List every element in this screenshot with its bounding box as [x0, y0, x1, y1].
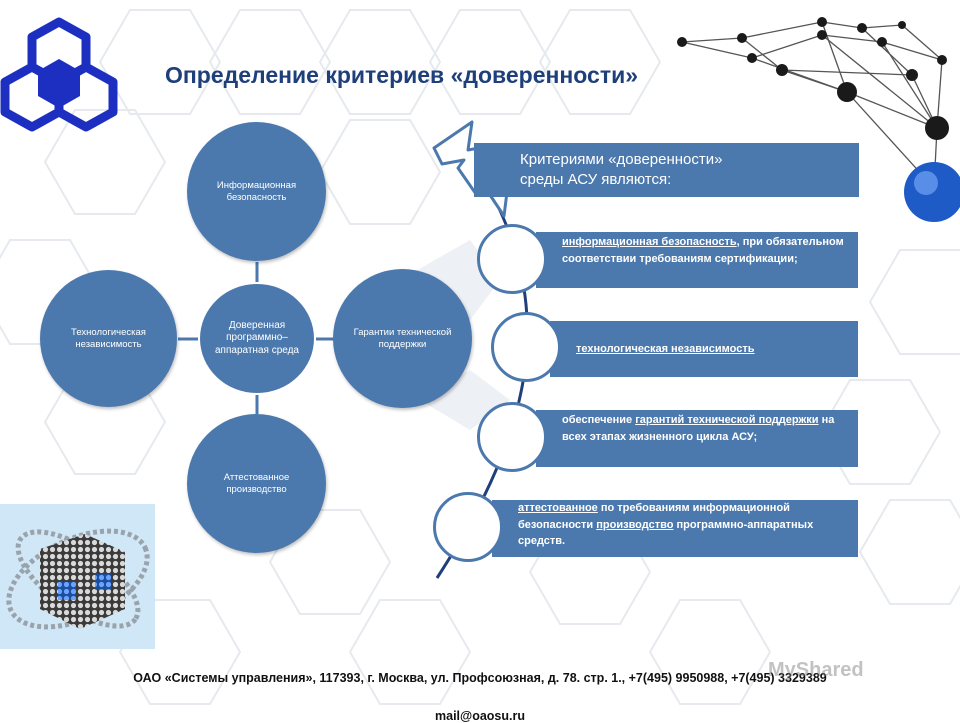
circle-label-bottom: Аттестованное производство: [223, 471, 290, 495]
criteria-item-3-text-a: обеспечение: [562, 414, 636, 426]
criteria-item-1-underlined: информационная безопасность: [562, 236, 737, 248]
circle-technological-independence: Технологическая независимость: [40, 270, 177, 407]
circle-label-right: Гарантии технической поддержки: [353, 326, 452, 350]
criteria-header: Критериями «доверенности» среды АСУ явля…: [474, 143, 859, 197]
criteria-item-3: обеспечение гарантий технической поддерж…: [536, 410, 858, 467]
footer-address: ОАО «Системы управления», 117393, г. Мос…: [133, 671, 827, 685]
page-title: Определение критериев «доверенности»: [165, 62, 639, 88]
company-logo: [0, 17, 118, 132]
footer-email: mail@oaosu.ru: [435, 709, 525, 723]
circle-technical-support: Гарантии технической поддержки: [333, 269, 472, 408]
criteria-item-4-text-b: программно-аппаратных средств.: [518, 518, 814, 548]
criteria-item-4-underlined-b: производство: [596, 518, 674, 531]
criteria-item-4-underlined-a: аттестованное: [518, 502, 598, 514]
criteria-header-line1: Критериями «доверенности»: [520, 151, 723, 168]
criteria-item-3-underlined: гарантий технической поддержки: [635, 414, 819, 426]
criteria-header-line2: среды АСУ являются:: [520, 170, 672, 188]
criteria-item-2: технологическая независимость: [550, 321, 858, 377]
circle-label-center: Доверенная программно–аппаратная среда: [214, 319, 299, 356]
criteria-item-1-text: , при обязательном соответствии требован…: [562, 236, 844, 265]
watermark-text: MyShared: [768, 659, 864, 681]
criteria-item-3-text-b: на всех этапах жизненного цикла АСУ;: [562, 414, 835, 443]
circle-information-security: Информационная безопасность: [187, 122, 326, 261]
criteria-item-4: аттестованное по требованиям информацион…: [492, 500, 858, 557]
circle-label-left: Технологическая независимость: [71, 326, 146, 350]
timeline-ring-2: [491, 312, 561, 382]
criteria-item-4-text-a: по требованиям информационной безопаснос…: [518, 502, 790, 531]
cube-illustration: [0, 504, 155, 649]
circle-trusted-environment: Доверенная программно–аппаратная среда: [198, 282, 316, 395]
timeline-ring-3: [477, 402, 547, 472]
timeline-ring-1: [477, 224, 547, 294]
circle-label-top: Информационная безопасность: [216, 179, 297, 203]
timeline-ring-4: [433, 492, 503, 562]
criteria-item-1: информационная безопасность, при обязате…: [536, 232, 858, 288]
criteria-item-2-underlined: технологическая независимость: [576, 343, 755, 355]
network-graphic: [677, 17, 960, 222]
circle-certified-production: Аттестованное производство: [187, 414, 326, 553]
